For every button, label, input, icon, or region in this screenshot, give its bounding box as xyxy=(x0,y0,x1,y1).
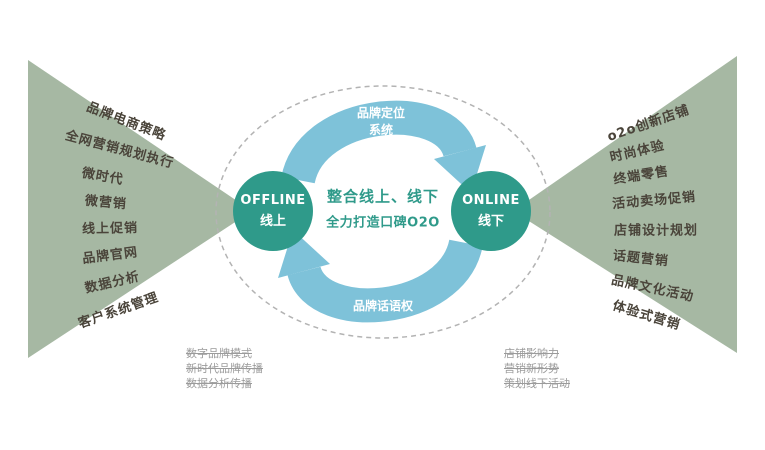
bottom-cycle-arrow xyxy=(287,238,483,323)
offline-circle-subtitle: 线上 xyxy=(259,214,286,229)
headline-line1: 整合线上、线下 xyxy=(326,187,439,206)
right-fan-shape xyxy=(513,56,737,353)
online-circle-title: ONLINE xyxy=(462,193,520,208)
left-footnote-line2: 新时代品牌传播 xyxy=(186,362,263,375)
center-headline: 整合线上、线下 全力打造口碑O2O xyxy=(326,186,440,231)
right-footnote-line2: 营销新形势 xyxy=(504,362,559,375)
offline-circle: OFFLINE 线上 xyxy=(233,171,313,251)
right-footnote-line3: 策划线下活动 xyxy=(504,377,570,390)
online-circle-subtitle: 线下 xyxy=(477,214,504,229)
left-footnote-line1: 数字品牌模式 xyxy=(186,347,252,360)
offline-circle-title: OFFLINE xyxy=(240,193,306,208)
left-fan-shape xyxy=(28,60,252,358)
top-arrow-label-line1: 品牌定位 xyxy=(356,106,406,120)
right-footnote-line1: 店铺影响力 xyxy=(504,347,559,360)
left-fan-item-5: 线上促销 xyxy=(81,221,139,237)
right-fan-item-5: 店铺设计规划 xyxy=(613,223,699,239)
headline-line2: 全力打造口碑O2O xyxy=(326,215,440,231)
offline-circle-shape xyxy=(233,171,313,251)
online-circle: ONLINE 线下 xyxy=(451,171,531,251)
left-fan-item-4: 微营销 xyxy=(84,193,128,213)
top-arrow-label-line2: 系统 xyxy=(368,123,394,137)
dashed-orbit-ellipse xyxy=(215,85,551,339)
online-circle-shape xyxy=(451,171,531,251)
left-footnote-line3: 数据分析传播 xyxy=(186,377,252,390)
bottom-arrow-label: 品牌话语权 xyxy=(352,299,414,313)
top-cycle-arrow xyxy=(281,100,477,185)
